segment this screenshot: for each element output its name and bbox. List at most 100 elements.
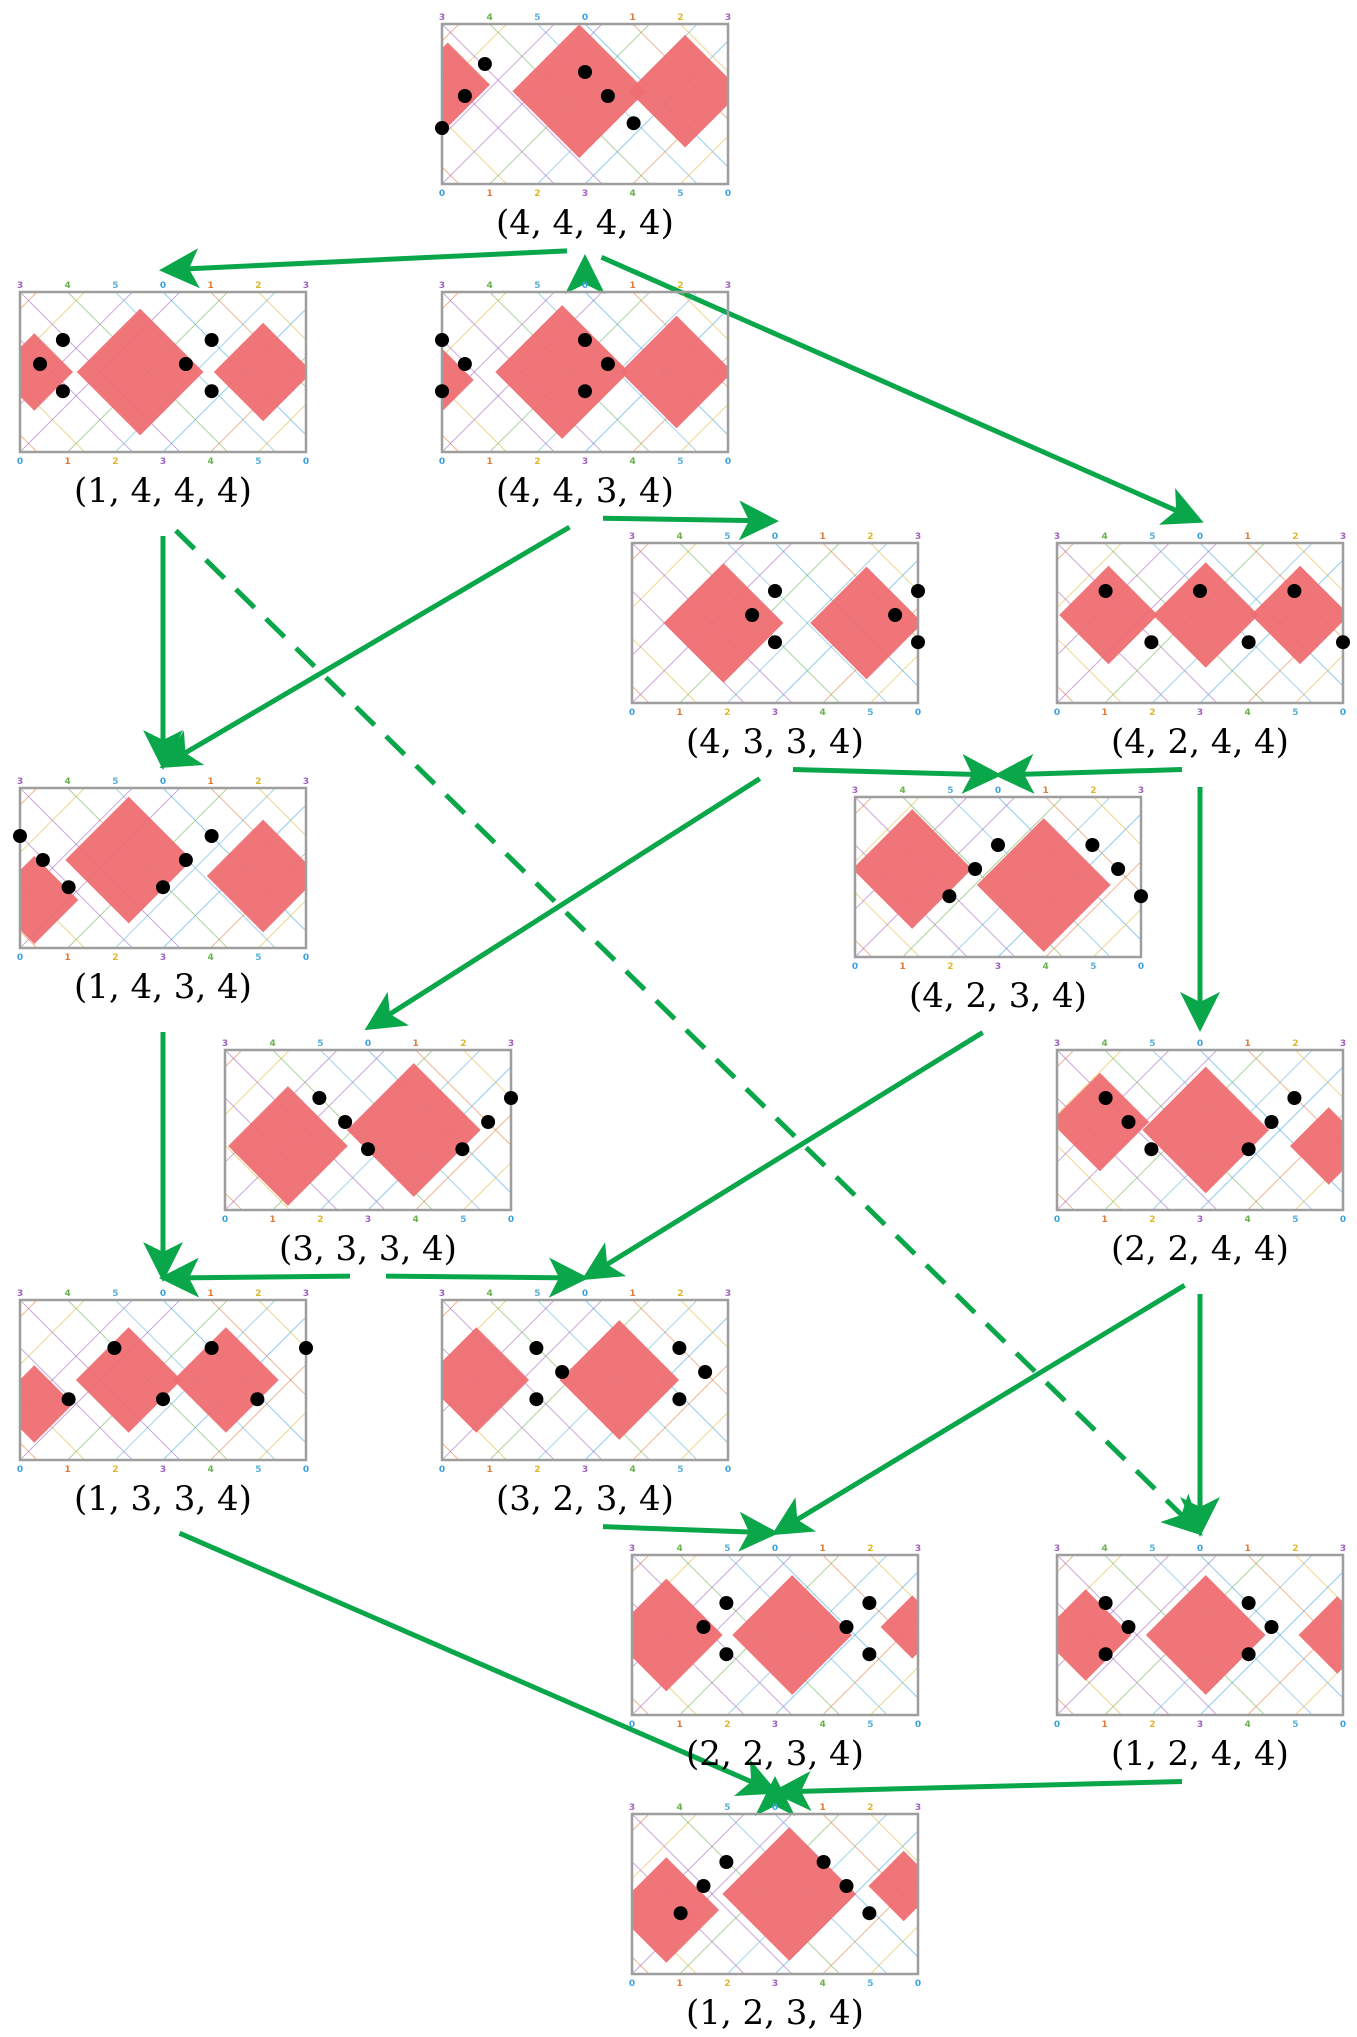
- marker-dot: [61, 1392, 76, 1407]
- grid-line: [257, 1300, 306, 1349]
- node-label: (3, 2, 3, 4): [496, 1479, 674, 1519]
- grid-line: [394, 543, 554, 703]
- grid-line: [869, 1666, 918, 1715]
- grid-line: [569, 797, 729, 957]
- panel-frame: [440, 290, 730, 454]
- grid-line: [869, 1925, 918, 1974]
- tick-label-bottom: 2: [534, 189, 540, 199]
- edge-arrow-solid: [364, 776, 762, 1031]
- panel-frame: [853, 795, 1143, 959]
- grid-line: [1294, 1161, 1343, 1210]
- tick-label-top: 2: [867, 1544, 873, 1554]
- grid-line: [1014, 1300, 1174, 1460]
- tick-label-top: 5: [112, 1289, 118, 1299]
- panel-frame: [18, 1298, 308, 1462]
- grid-line: [441, 543, 601, 703]
- grid-line: [966, 24, 1126, 184]
- tick-label-bottom: 0: [852, 962, 858, 972]
- grid-line: [559, 1050, 719, 1210]
- tick-label-bottom: 5: [255, 953, 261, 963]
- tick-label-bottom: 4: [208, 953, 214, 963]
- tiling-panel: [442, 24, 1126, 184]
- tick-label-top: 2: [255, 1289, 261, 1299]
- tick-label-bottom: 0: [725, 189, 731, 199]
- red-region: [1059, 565, 1158, 665]
- marker-dot: [1193, 584, 1207, 598]
- tick-label-bottom: 1: [1102, 708, 1108, 718]
- grid-line: [225, 1144, 291, 1210]
- tick-label-top: 1: [413, 1039, 419, 1049]
- red-region: [1152, 562, 1259, 668]
- grid-line: [442, 1394, 508, 1460]
- grid-line: [1189, 797, 1349, 957]
- grid-line: [114, 788, 276, 948]
- tick-label-bottom: 2: [112, 953, 118, 963]
- grid-line: [1057, 685, 1075, 703]
- marker-dot: [768, 584, 782, 598]
- node-label: (4, 4, 4, 4): [496, 203, 674, 243]
- tick-label-bottom: 4: [630, 189, 636, 199]
- marker-dot: [1241, 1596, 1256, 1610]
- tick-label-bottom: 0: [1340, 1215, 1346, 1225]
- node-label: (1, 4, 3, 4): [74, 967, 252, 1007]
- node-label: (1, 4, 4, 4): [74, 471, 252, 511]
- tick-label-bottom: 2: [112, 457, 118, 467]
- tick-label-top: 0: [772, 1544, 778, 1554]
- grid-line: [823, 1300, 983, 1460]
- tick-label-top: 3: [1054, 1544, 1060, 1554]
- grid-line: [442, 434, 460, 452]
- tick-label-bottom: 5: [255, 1465, 261, 1475]
- grid-line: [1204, 1814, 1357, 1974]
- node-label: (2, 2, 3, 4): [686, 1734, 864, 1774]
- grid-line: [632, 1814, 650, 1832]
- tick-label-bottom: 2: [1149, 1720, 1155, 1730]
- red-region: [346, 1063, 481, 1197]
- tick-label-top: 5: [112, 777, 118, 787]
- tick-label-bottom: 3: [772, 1720, 778, 1730]
- tick-label-bottom: 1: [65, 1465, 71, 1475]
- node-label: (1, 2, 4, 4): [1111, 1734, 1289, 1774]
- grid-line: [869, 1555, 918, 1604]
- marker-dot: [435, 333, 449, 347]
- marker-dot: [250, 1392, 265, 1407]
- grid-line: [632, 1555, 698, 1621]
- grid-line: [0, 1050, 99, 1210]
- red-region: [868, 1850, 918, 1922]
- grid-line: [632, 543, 650, 561]
- grid-line: [1061, 1814, 1221, 1974]
- tick-label-top: 3: [1054, 1039, 1060, 1049]
- grid-line: [917, 1555, 918, 1556]
- tick-label-bottom: 0: [915, 1720, 921, 1730]
- grid-line: [34, 1050, 194, 1210]
- panel-frame: [1055, 541, 1345, 705]
- grid-line: [1342, 1555, 1343, 1556]
- edge-arrow-solid: [159, 524, 571, 769]
- marker-dot: [578, 333, 592, 347]
- panel-frame: [440, 22, 730, 186]
- grid-line: [823, 24, 983, 184]
- grid-line: [20, 292, 86, 358]
- tick-label-bottom: 1: [1102, 1215, 1108, 1225]
- tick-label-bottom: 2: [534, 1465, 540, 1475]
- grid-line: [1332, 797, 1357, 957]
- tick-label-top: 0: [582, 1289, 588, 1299]
- tick-label-top: 3: [629, 1803, 635, 1813]
- tick-label-bottom: 3: [582, 189, 588, 199]
- tick-label-bottom: 1: [1102, 1720, 1108, 1730]
- tick-label-bottom: 2: [724, 1720, 730, 1730]
- grid-line: [1342, 1209, 1343, 1210]
- tiling-panel: [394, 543, 918, 703]
- tick-label-top: 5: [1149, 1039, 1155, 1049]
- grid-line: [919, 292, 1079, 452]
- tick-label-top: 1: [1245, 532, 1251, 542]
- grid-line: [823, 292, 983, 452]
- panel-frame: [223, 1048, 513, 1212]
- tick-label-bottom: 3: [1197, 708, 1203, 718]
- grid-line: [354, 292, 514, 452]
- marker-dot: [1287, 584, 1302, 598]
- tick-label-top: 0: [160, 777, 166, 787]
- tick-label-top: 1: [630, 281, 636, 291]
